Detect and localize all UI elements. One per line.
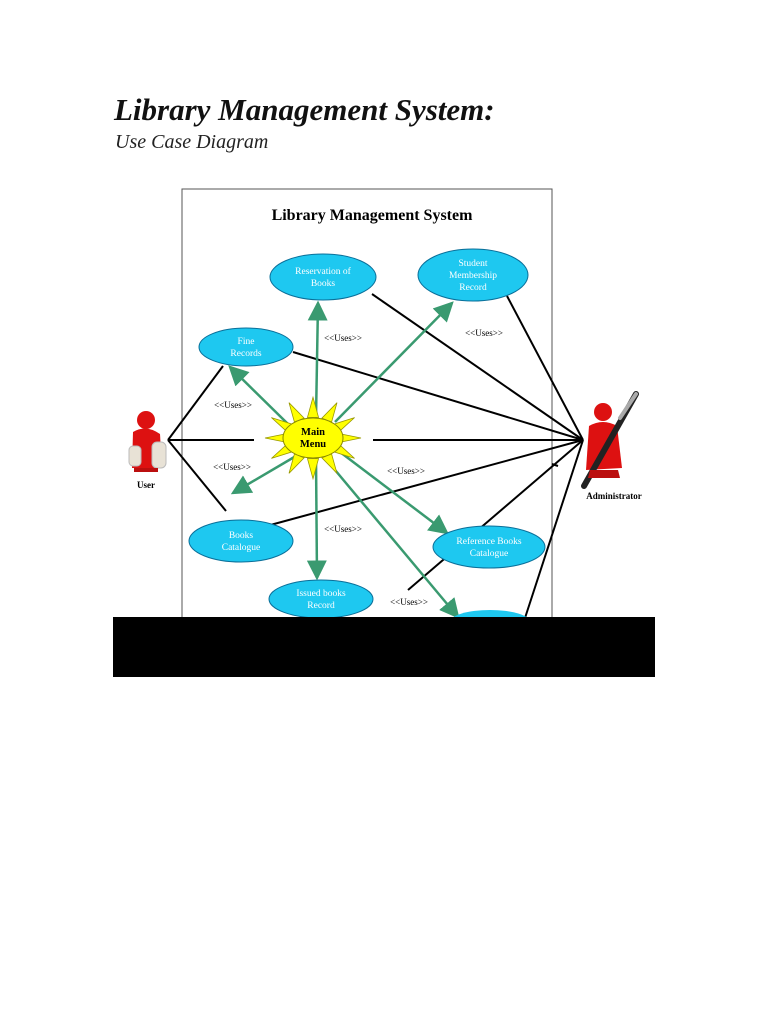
use-case-label: Records [230, 349, 261, 359]
document-subtitle: Use Case Diagram [115, 131, 269, 153]
main-menu-label: Menu [300, 439, 326, 450]
uses-arrow [230, 454, 297, 495]
association-line [551, 463, 559, 467]
actor-label-user: User [137, 480, 155, 490]
uses-label: <<Uses>> [465, 328, 503, 338]
use-case-label: Student [458, 259, 487, 269]
use-case-reservation: Reservation of Books [269, 253, 377, 301]
uses-arrow [324, 457, 460, 619]
uses-arrow [334, 301, 454, 423]
use-case-label: Catalogue [470, 549, 509, 559]
uses-arrow [228, 365, 289, 425]
use-case-label: Membership [449, 271, 497, 281]
uses-label: <<Uses>> [214, 400, 252, 410]
use-case-label: Reservation of [295, 266, 352, 277]
user-actor-icon [128, 411, 167, 472]
use-case-label: Catalogue [222, 543, 261, 553]
uses-label: <<Uses>> [387, 466, 425, 476]
association-line [167, 365, 224, 441]
uses-label: <<Uses>> [390, 597, 428, 607]
association-line [167, 439, 227, 512]
uses-arrows: <<Uses>> <<Uses>> <<Uses>> <<Uses>> <<Uses>>… [213, 300, 503, 619]
use-case-label: Fine [238, 337, 255, 347]
uses-label: <<Uses>> [324, 333, 362, 343]
system-title: Library Management System [272, 207, 474, 224]
document-title: Library Management System: [114, 92, 495, 127]
redaction-band [113, 617, 655, 677]
uses-arrow [307, 300, 328, 419]
uses-arrow [306, 457, 327, 581]
association-line [371, 293, 584, 441]
association-line [524, 439, 584, 619]
main-menu-label: Main [301, 427, 325, 438]
association-line [506, 295, 584, 441]
sun-ray [306, 458, 320, 481]
sun-ray [306, 395, 320, 418]
uses-label: <<Uses>> [324, 524, 362, 534]
use-case-label: Books [229, 531, 254, 541]
use-case-label: Reference Books [456, 536, 521, 547]
use-case-nodes: Reservation of Books StudentMembershipReco… [188, 248, 546, 634]
use-case-label: Record [307, 601, 335, 611]
association-lines [167, 293, 584, 619]
actor-label-administrator: Administrator [586, 491, 642, 501]
administrator-actor-icon [581, 391, 639, 489]
use-case-label: Record [459, 283, 487, 293]
uses-label: <<Uses>> [213, 462, 251, 472]
uses-arrow [339, 451, 449, 535]
use-case-label: Books [311, 279, 336, 289]
use-case-label: Issued books [296, 589, 346, 599]
association-line [292, 351, 584, 441]
